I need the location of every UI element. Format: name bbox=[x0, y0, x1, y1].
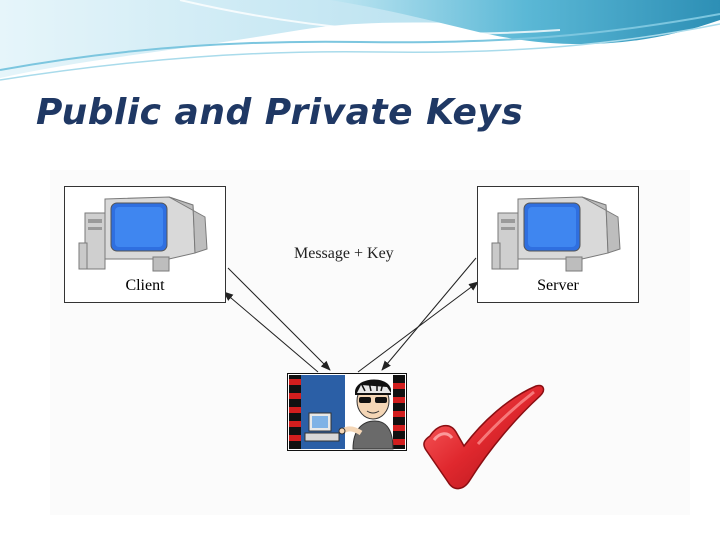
computer-icon bbox=[78, 196, 208, 272]
slide-title: Public and Private Keys bbox=[36, 92, 524, 133]
arrow-server-to-attacker bbox=[381, 257, 477, 371]
server-label: Server bbox=[537, 277, 579, 294]
arrow-attacker-to-client bbox=[223, 291, 319, 373]
arrow-attacker-to-server bbox=[357, 281, 479, 373]
client-node: Client bbox=[64, 186, 226, 303]
server-node: Server bbox=[477, 186, 639, 303]
computer-icon bbox=[491, 196, 621, 272]
hacker-icon bbox=[287, 373, 407, 451]
header-wave-decoration bbox=[0, 0, 720, 81]
checkmark-icon bbox=[423, 384, 545, 490]
client-label: Client bbox=[125, 277, 165, 294]
message-key-label: Message + Key bbox=[294, 245, 394, 262]
arrow-client-to-attacker bbox=[227, 267, 331, 371]
